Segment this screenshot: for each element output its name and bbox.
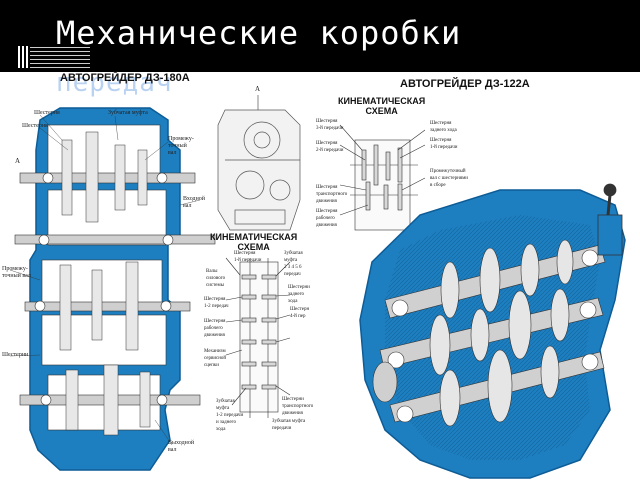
gear-block (137, 149, 148, 206)
right-kinematic-schema (339, 124, 426, 231)
gear-block (125, 261, 139, 351)
left-gearbox-section (9, 107, 216, 471)
right-schema-label: Шестерня рабочего движения (316, 209, 338, 228)
label-intermediate-shaft-left: Промежу- точный вал (2, 266, 31, 279)
label-gears-bottom: Шестерни (2, 352, 29, 358)
middle-kinematic-schema (225, 257, 291, 418)
gear-block (91, 269, 103, 341)
right-drawing-title: АВТОГРЕЙДЕР ДЗ-122А (400, 78, 530, 90)
schema-label: Механизм сервисной сцепки (204, 349, 227, 368)
schema-label: Шестерн 4-й пер (290, 307, 310, 319)
schema-label: Шестерня рабочего движения (204, 319, 226, 338)
shaft-intermediate (24, 301, 191, 312)
shaft-upper (19, 172, 196, 184)
gear-block (103, 364, 119, 436)
schema-label: Шестерни заднего хода (288, 285, 310, 304)
title-band (0, 0, 640, 72)
right-schema-label: Шестерня 1-й передачи (430, 138, 458, 150)
right-schema-label: Шестерня заднего хода (430, 121, 457, 133)
left-drawing-title: АВТОГРЕЙДЕР ДЗ-180А (60, 72, 190, 84)
gear-block (59, 264, 72, 351)
right-schema-label: Шестерня 3-й передачи (316, 119, 344, 131)
label-intermediate-shaft: Промежу- точный вал (168, 136, 194, 156)
schema-label: Шестерни транспортного движения (282, 397, 314, 416)
schema-label: Шестерня 1-2 передач (204, 297, 229, 309)
right-schema-label: Промежуточный вал с шестернями в сборе (430, 169, 468, 188)
schema-label: Зубчатая муфта передачи (272, 419, 306, 431)
decorative-stripes (18, 46, 28, 68)
right-gearbox-cutaway (359, 183, 626, 479)
schema-label: Зубчатая муфта 1-2 передачи и заднего хо… (216, 399, 244, 432)
label-clutch: Зубчатая муфта (108, 110, 148, 116)
gear-block (85, 131, 99, 223)
label-output-shaft: Выходной вал (168, 440, 195, 453)
label-input-shaft: Входной вал (183, 196, 205, 209)
gear-block (114, 144, 126, 211)
right-schema-label: Шестерня 2-й передачи (316, 141, 344, 153)
label-gear-2: Шестерня (22, 123, 48, 129)
gear-block (61, 139, 73, 216)
schema-label: Валы силового системы (206, 269, 226, 288)
schema-label: Зубчатая муфта 2 3 4 5 6 передач (284, 251, 303, 277)
section-mark: А (255, 85, 261, 93)
slide-title-continuation: передач (56, 68, 173, 98)
gear-block (65, 369, 79, 431)
gear-block (139, 371, 151, 428)
slide-title: Механические коробки (56, 14, 462, 52)
label-gear-1: Шестерня (34, 110, 60, 116)
left-cross-section (217, 95, 301, 231)
shaft-input (14, 234, 216, 245)
middle-schema-title: КИНЕМАТИЧЕСКАЯ СХЕМА (210, 232, 298, 252)
right-schema-label: Шестерня транспортного движения (316, 185, 348, 204)
decorative-lines (30, 46, 90, 68)
schema-label: Шестерня 1-й передачи (234, 251, 262, 263)
right-schema-title: КИНЕМАТИЧЕСКАЯ СХЕМА (338, 96, 426, 116)
section-mark: А (15, 157, 21, 165)
